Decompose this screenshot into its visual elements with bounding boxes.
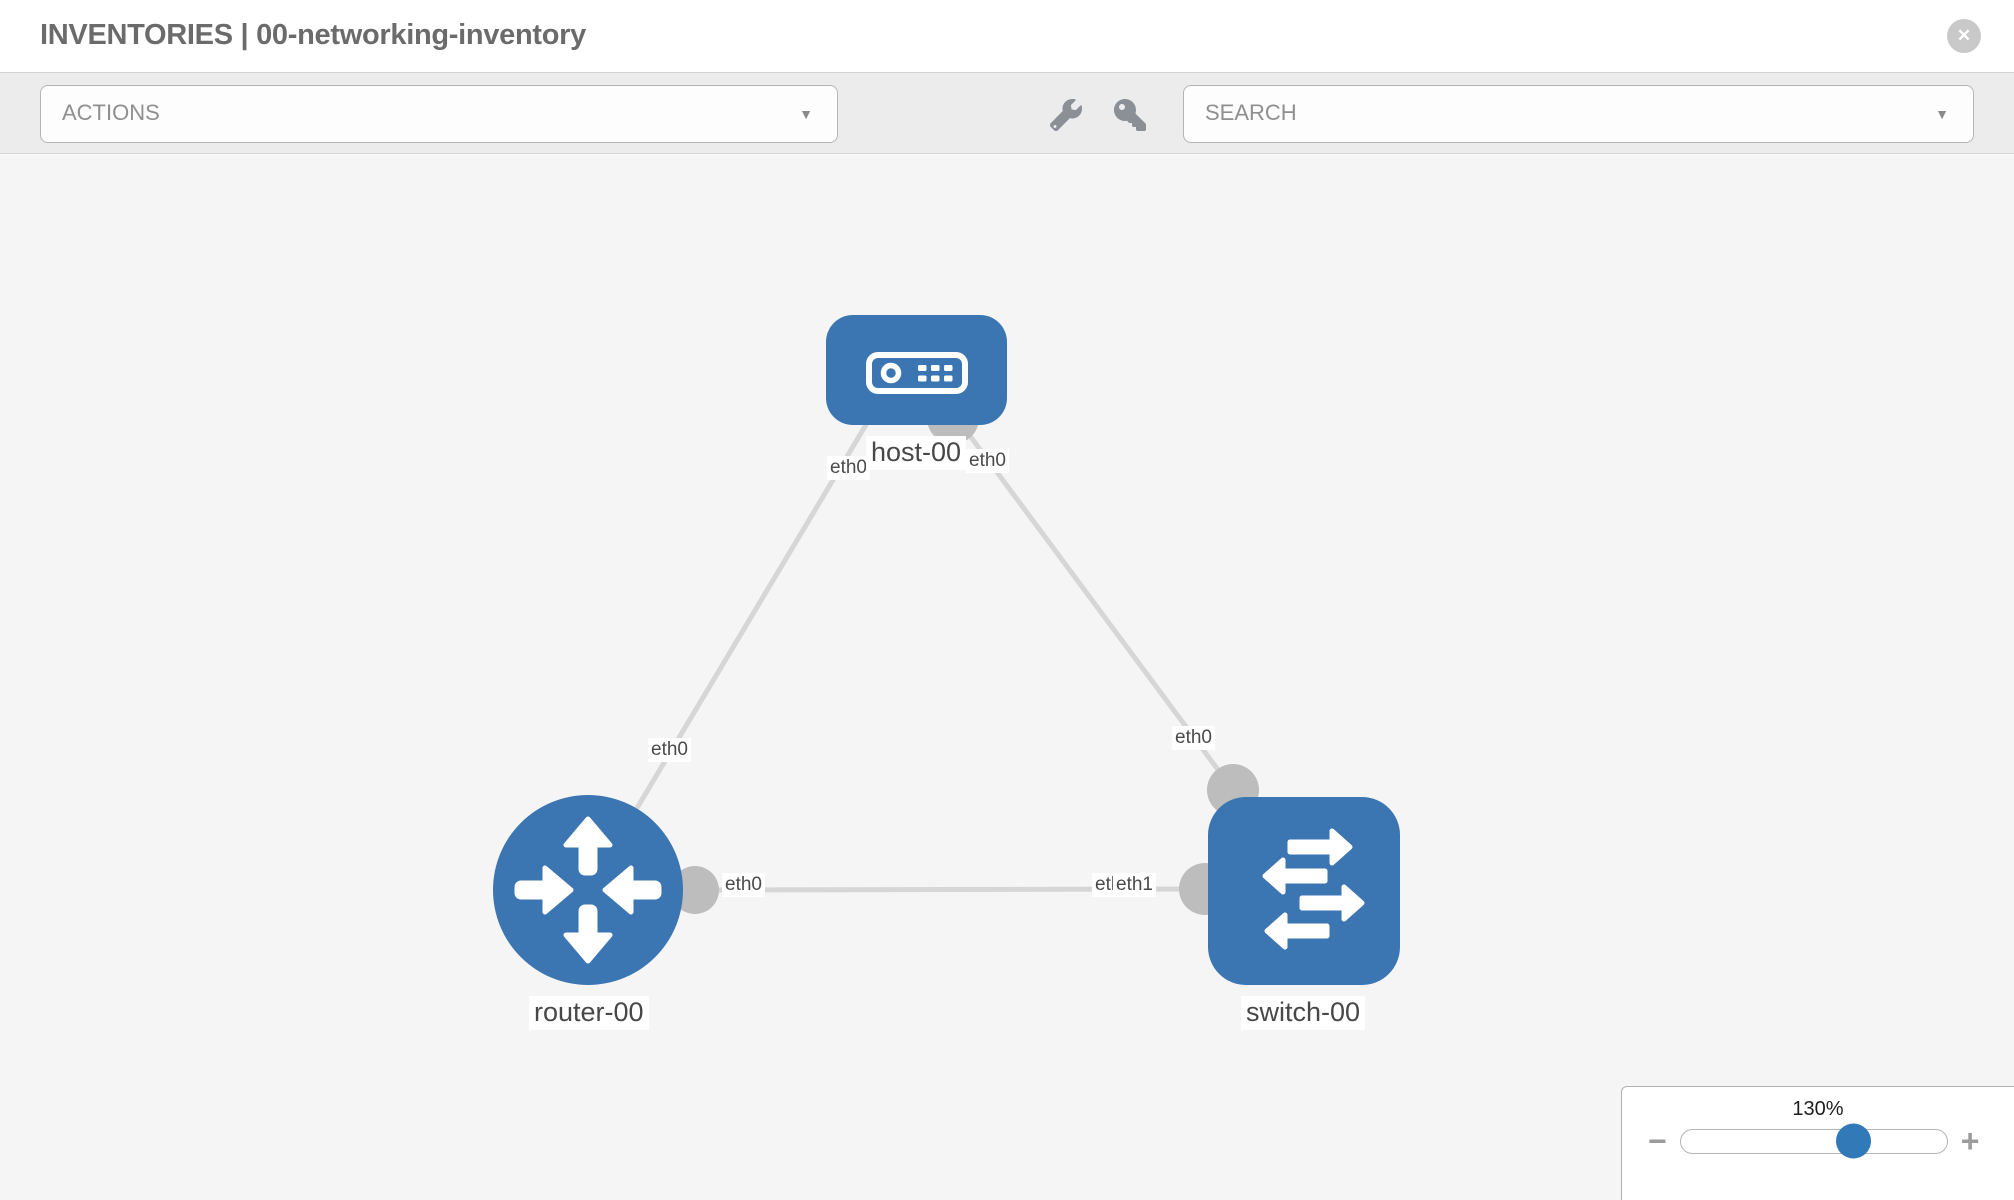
- toolbar: ACTIONS ▼ SEARCH ▼: [0, 72, 2014, 154]
- tools-button[interactable]: [1046, 99, 1086, 133]
- topology-canvas[interactable]: eth0 eth0 eth0 eth0 eth0 eth0 eth1 host-…: [0, 155, 2014, 1200]
- actions-dropdown-label: ACTIONS: [62, 100, 160, 125]
- key-icon: [1114, 99, 1146, 131]
- zoom-slider-row: − +: [1622, 1123, 2014, 1159]
- iface-label-host-eth0-left: eth0: [827, 456, 870, 480]
- zoom-panel: 130% − +: [1621, 1086, 2014, 1200]
- iface-label-router-lan-eth0: eth0: [722, 873, 765, 897]
- port-router-eth0[interactable]: [671, 866, 719, 914]
- switch-icon: [1262, 828, 1365, 950]
- node-label-switch: switch-00: [1241, 996, 1366, 1030]
- search-dropdown-label: SEARCH: [1205, 100, 1297, 125]
- wrench-icon: [1050, 99, 1082, 131]
- host-icon: [865, 352, 968, 394]
- chevron-down-icon: ▼: [799, 106, 813, 122]
- iface-label-link-router-eth0: eth0: [648, 738, 691, 762]
- topology-links-layer: [585, 392, 1259, 915]
- page-title: INVENTORIES | 00-networking-inventory: [40, 19, 586, 51]
- iface-label-switch-eth1: eth1: [1113, 873, 1156, 897]
- zoom-slider-track[interactable]: [1679, 1123, 1948, 1159]
- iface-label-link-switch-eth0: eth0: [1172, 726, 1215, 750]
- search-dropdown[interactable]: SEARCH ▼: [1183, 85, 1974, 143]
- zoom-level-value: 130%: [1792, 1098, 1844, 1120]
- router-icon: [514, 816, 662, 964]
- zoom-out-button[interactable]: −: [1648, 1123, 1667, 1159]
- header-bar: INVENTORIES | 00-networking-inventory ✕: [0, 0, 2014, 72]
- node-label-host: host-00: [866, 436, 967, 470]
- zoom-slider-thumb[interactable]: [1835, 1123, 1871, 1159]
- zoom-in-button[interactable]: +: [1960, 1123, 1980, 1159]
- node-host-00[interactable]: [826, 315, 1007, 425]
- chevron-down-icon: ▼: [1935, 106, 1949, 122]
- close-button[interactable]: ✕: [1947, 19, 1981, 53]
- actions-dropdown[interactable]: ACTIONS ▼: [40, 85, 838, 143]
- credentials-button[interactable]: [1110, 99, 1150, 133]
- close-icon: ✕: [1956, 26, 1972, 45]
- node-switch-00[interactable]: [1208, 797, 1400, 985]
- iface-label-host-eth0-right: eth0: [966, 449, 1009, 473]
- node-label-router: router-00: [529, 996, 649, 1030]
- node-router-00[interactable]: [493, 795, 683, 985]
